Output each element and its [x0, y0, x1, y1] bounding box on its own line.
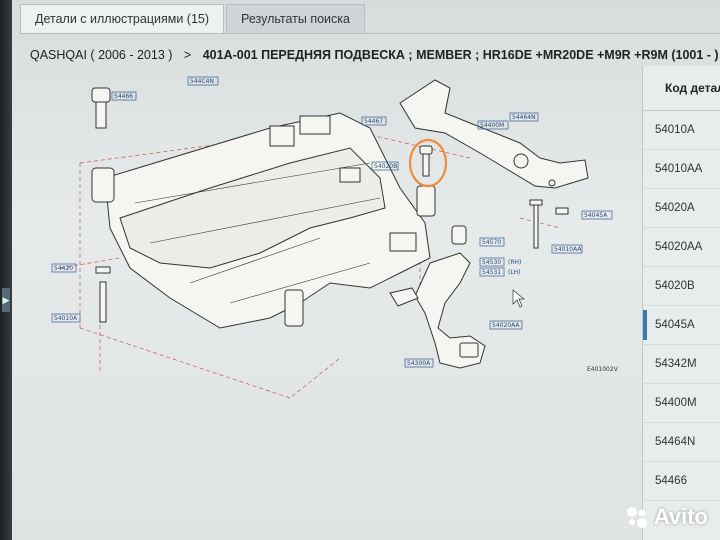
- part-row[interactable]: 54464N: [643, 423, 720, 462]
- diagram-callouts: 54466 544C4N 54400M 54467 54020B 54464N …: [51, 76, 619, 373]
- avito-logo-icon: [626, 507, 647, 528]
- part-row-selected[interactable]: 54045A: [643, 306, 720, 345]
- part-row[interactable]: 54466: [643, 462, 720, 501]
- callout-label: 54400M: [480, 122, 504, 129]
- callout-label: 544C4N: [190, 78, 214, 85]
- callout-label: 54010A: [54, 315, 78, 322]
- collapse-arrow-icon[interactable]: ▶: [2, 288, 10, 312]
- callout-label: 54467: [364, 118, 383, 125]
- callout-label: 54300A: [407, 360, 431, 367]
- callout-label: 54020B: [374, 163, 397, 170]
- screen-bezel: ▶: [0, 0, 12, 540]
- side-mark-rh: (RH): [508, 259, 521, 266]
- tab-divider: [20, 33, 720, 34]
- callout-label: 54530: [482, 259, 501, 266]
- breadcrumb-separator: >: [183, 48, 192, 62]
- avito-watermark-text: Avito: [653, 504, 708, 529]
- parts-diagram[interactable]: 54466 544C4N 54400M 54467 54020B 54464N …: [40, 68, 640, 538]
- callout-label: 54045A: [584, 212, 608, 219]
- breadcrumb-section: 401A-001 ПЕРЕДНЯЯ ПОДВЕСКА ; MEMBER ; HR…: [202, 48, 719, 62]
- figure-code: E401002V: [587, 366, 619, 373]
- part-row[interactable]: 54020B: [643, 267, 720, 306]
- part-row[interactable]: 54010AA: [643, 150, 720, 189]
- callout-label: 54570: [482, 239, 501, 246]
- part-row[interactable]: 54342M: [643, 345, 720, 384]
- tab-illustrated-parts[interactable]: Детали с иллюстрациями (15): [20, 4, 225, 33]
- tab-search-results[interactable]: Результаты поиска: [226, 4, 365, 33]
- part-row[interactable]: 54020AA: [643, 228, 720, 267]
- tab-bar: Детали с иллюстрациями (15) Результаты п…: [20, 4, 367, 34]
- breadcrumb: QASHQAI ( 2006 - 2013 ) > 401A-001 ПЕРЕД…: [30, 48, 719, 62]
- callout-label: 54466: [114, 93, 133, 100]
- callout-label: 54464N: [512, 114, 536, 121]
- side-mark-lh: (LH): [508, 269, 521, 276]
- avito-watermark: Avito: [624, 504, 708, 530]
- part-row[interactable]: 54400M: [643, 384, 720, 423]
- mouse-pointer-icon: [512, 289, 525, 308]
- part-row[interactable]: 54010A: [643, 111, 720, 150]
- callout-label: 54020AA: [492, 322, 520, 329]
- callout-label: 54010AA: [554, 246, 582, 253]
- parts-list-header: Код детали: [643, 66, 720, 111]
- part-row[interactable]: 54020A: [643, 189, 720, 228]
- parts-list-panel: Код детали 54010A 54010AA 54020A 54020AA…: [642, 66, 720, 540]
- breadcrumb-model[interactable]: QASHQAI ( 2006 - 2013 ): [30, 48, 173, 62]
- callout-label: 54420: [54, 265, 73, 272]
- callout-label: 54531: [482, 269, 501, 276]
